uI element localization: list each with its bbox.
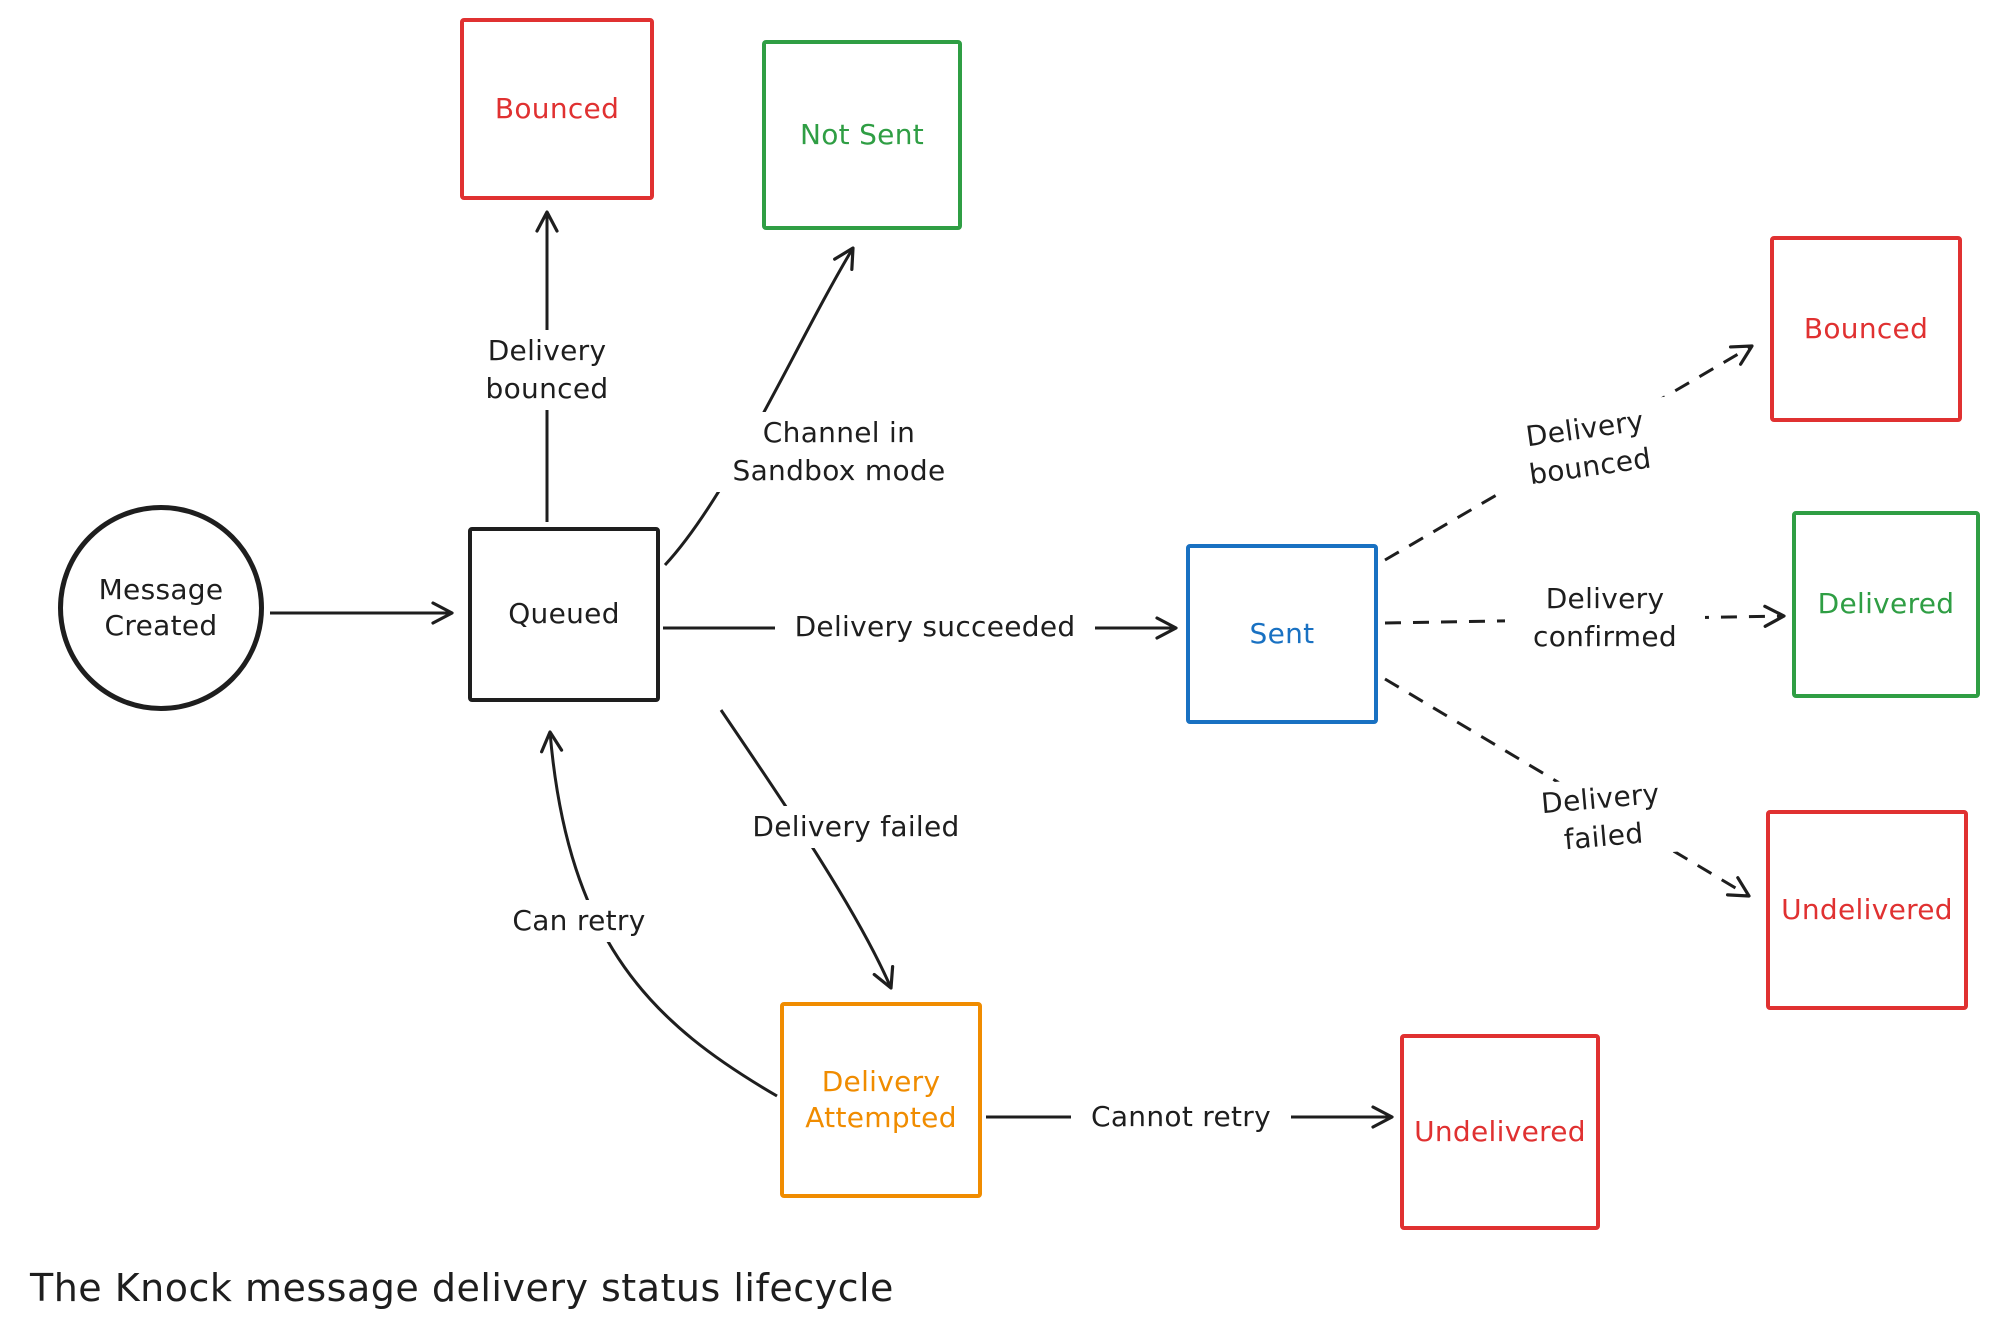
node-bounced-right-label: Bounced — [1803, 311, 1929, 345]
node-bounced-top-label: Bounced — [494, 91, 620, 125]
node-undelivered-bottom-label: Undelivered — [1414, 1114, 1586, 1148]
node-queued: Queued — [468, 527, 660, 702]
edge-delivery-attempted-to-queued — [540, 730, 778, 1098]
node-message-created-label: Message Created — [98, 572, 224, 642]
node-sent-label: Sent — [1249, 616, 1315, 650]
node-message-created: Message Created — [58, 505, 264, 711]
edge-label-channel-sandbox: Channel in Sandbox mode — [709, 412, 969, 492]
node-queued-label: Queued — [508, 597, 620, 631]
node-delivery-attempted: Delivery Attempted — [780, 1002, 982, 1198]
node-not-sent-label: Not Sent — [799, 117, 925, 151]
node-not-sent: Not Sent — [762, 40, 962, 230]
node-sent: Sent — [1186, 544, 1378, 724]
edge-label-delivery-confirmed: Delivery confirmed — [1505, 578, 1705, 658]
node-bounced-right: Bounced — [1770, 236, 1962, 422]
edge-label-delivery-failed-right: Delivery failed — [1509, 770, 1695, 866]
edge-queued-to-delivery-attempted — [719, 709, 895, 990]
edge-label-delivery-failed-left: Delivery failed — [736, 806, 976, 848]
node-undelivered-right-label: Undelivered — [1781, 892, 1953, 926]
edge-label-delivery-succeeded: Delivery succeeded — [775, 606, 1095, 648]
edge-label-delivery-bounced-left: Delivery bounced — [452, 330, 642, 410]
node-delivery-attempted-label: Delivery Attempted — [805, 1064, 957, 1134]
edge-label-cannot-retry: Cannot retry — [1071, 1096, 1291, 1138]
edge-queued-to-not-sent — [663, 246, 855, 567]
edge-label-can-retry: Can retry — [494, 900, 664, 942]
diagram-caption: The Knock message delivery status lifecy… — [30, 1266, 894, 1310]
node-delivered-label: Delivered — [1817, 587, 1955, 621]
node-undelivered-bottom: Undelivered — [1400, 1034, 1600, 1230]
node-bounced-top: Bounced — [460, 18, 654, 200]
node-undelivered-right: Undelivered — [1766, 810, 1968, 1010]
edge-sent-to-bounced-right — [1384, 344, 1754, 562]
node-delivered: Delivered — [1792, 511, 1980, 698]
